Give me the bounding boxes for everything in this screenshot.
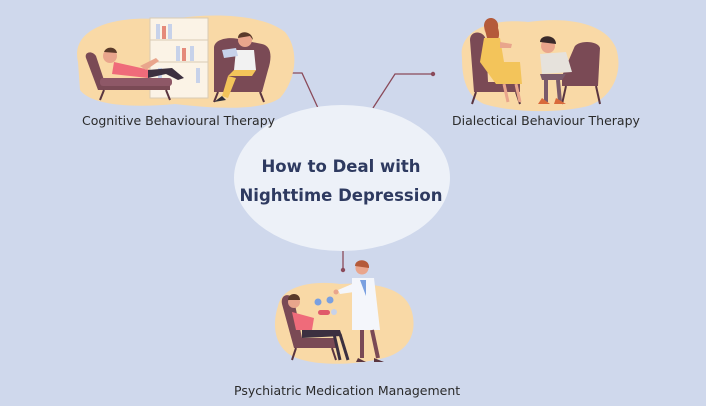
therapist-figure bbox=[214, 32, 256, 102]
center-title-line-2: Nighttime Depression bbox=[239, 186, 443, 205]
dbt-therapist-figure bbox=[480, 17, 522, 103]
connector-dbt bbox=[372, 73, 433, 109]
medication-patient-figure bbox=[288, 294, 350, 361]
dbt-illustration bbox=[461, 17, 619, 112]
dbt-chair-right-icon bbox=[561, 42, 601, 105]
branch-label-medication: Psychiatric Medication Management bbox=[234, 383, 461, 398]
couch-icon bbox=[85, 52, 172, 101]
connector-dot-medication bbox=[340, 267, 346, 273]
branch-label-dbt: Dialectical Behaviour Therapy bbox=[452, 113, 640, 128]
branch-label-cbt: Cognitive Behavioural Therapy bbox=[82, 113, 276, 128]
connector-dot-dbt bbox=[430, 71, 436, 77]
patient-armchair-icon bbox=[281, 295, 337, 361]
medication-illustration bbox=[274, 260, 414, 364]
center-title: How to Deal with Nighttime Depression bbox=[232, 152, 450, 210]
center-title-line-1: How to Deal with bbox=[261, 157, 421, 176]
pills-icon bbox=[314, 296, 337, 315]
center-ellipse bbox=[234, 105, 450, 251]
cbt-illustration bbox=[77, 15, 295, 108]
dbt-patient-figure bbox=[538, 36, 572, 104]
doctor-figure bbox=[333, 260, 384, 362]
patient-figure bbox=[103, 47, 184, 80]
